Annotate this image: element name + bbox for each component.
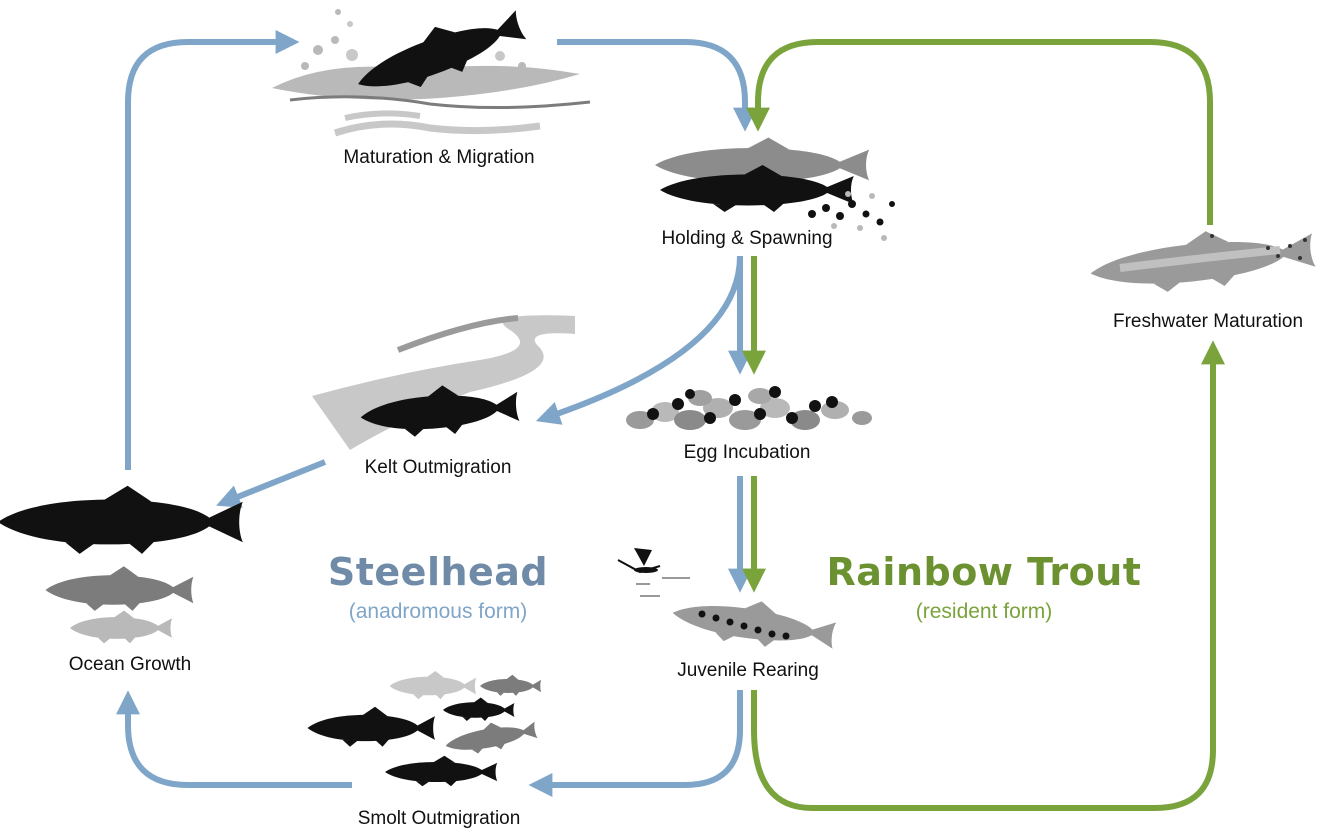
arrow-ocean-to-maturation (125, 30, 300, 470)
steelhead-cycle-arrows (116, 30, 757, 797)
label-smolt-outmigration: Smolt Outmigration (357, 808, 521, 829)
label-juvenile-rearing: Juvenile Rearing (677, 660, 819, 681)
rainbow-trout-subtitle: (resident form) (915, 600, 1053, 623)
smolt-outmigration-illustration (307, 671, 542, 787)
arrow-maturation-to-holding (557, 39, 757, 132)
freshwater-maturation-illustration (1087, 220, 1317, 300)
arrow-smolt-to-ocean (116, 690, 352, 788)
rainbow-trout-title: Rainbow Trout (826, 550, 1142, 594)
arrow-freshwater-maturation-to-holding (746, 39, 1213, 225)
ocean-growth-illustration (0, 485, 243, 644)
arrow-holding-to-kelt (535, 255, 743, 425)
maturation-migration-illustration (272, 0, 591, 137)
label-ocean-growth: Ocean Growth (68, 654, 192, 675)
rainbow-cycle-arrows (742, 39, 1225, 811)
label-freshwater-maturation: Freshwater Maturation (1112, 311, 1304, 332)
arrow-kelt-to-ocean (216, 459, 327, 508)
label-egg-incubation: Egg Incubation (683, 442, 811, 463)
steelhead-subtitle: (anadromous form) (348, 600, 528, 623)
juvenile-rearing-illustration (617, 548, 838, 657)
egg-incubation-illustration (626, 386, 872, 430)
steelhead-title: Steelhead (327, 550, 549, 594)
arrow-juvenile-to-freshwater-maturation (751, 340, 1225, 811)
label-maturation-migration: Maturation & Migration (343, 147, 535, 168)
label-holding-spawning: Holding & Spawning (661, 228, 833, 249)
holding-spawning-illustration (655, 137, 895, 241)
arrow-juvenile-to-smolt (528, 690, 743, 797)
label-kelt-outmigration: Kelt Outmigration (364, 457, 512, 478)
kelt-outmigration-illustration (312, 315, 575, 450)
